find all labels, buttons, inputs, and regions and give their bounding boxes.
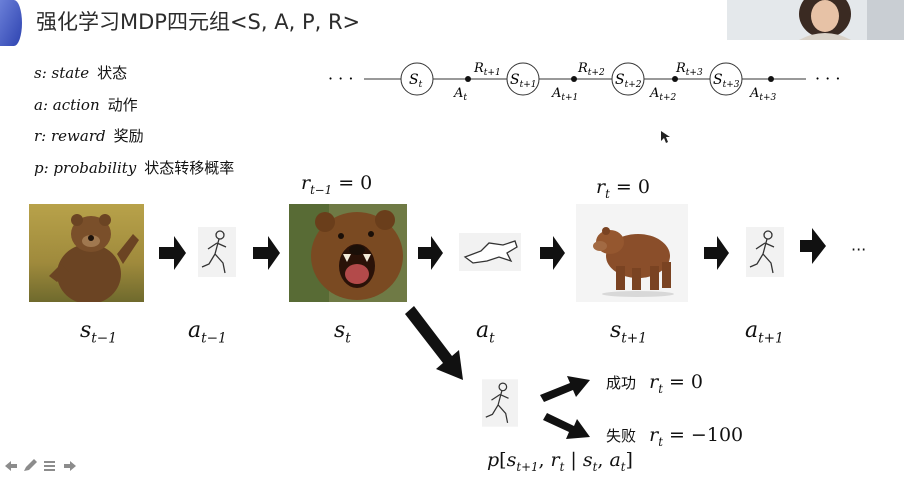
chain-node-dot — [672, 76, 678, 82]
slide-title: 强化学习MDP四元组<S, A, P, R> — [36, 10, 361, 34]
arrow-down-right-icon — [543, 413, 590, 439]
label-s-t-plus-1: st+1 — [610, 318, 647, 347]
transition-formula: p[st+1, rt | st, at] — [487, 449, 633, 474]
legend-state-zh: 状态 — [97, 64, 128, 82]
chain-reward-0: Rt+1 — [473, 61, 501, 78]
arrow-right-icon[interactable] — [64, 461, 76, 471]
arrow-right-icon — [253, 236, 280, 270]
arrow-right-icon — [800, 228, 826, 264]
running-man-image — [482, 379, 518, 427]
arrow-down-right-icon — [405, 306, 463, 380]
svg-text:St+3: St+3 — [713, 72, 740, 90]
legend-action: a: action 动作 — [34, 94, 138, 115]
chain-node-dot — [768, 76, 774, 82]
running-man-image — [746, 227, 784, 277]
chain-state-3: St+3 — [709, 62, 743, 96]
chain-reward-2: Rt+3 — [675, 61, 703, 78]
pen-icon[interactable] — [24, 459, 37, 471]
walking-bear-image — [576, 204, 688, 302]
chain-action-3: At+3 — [749, 86, 777, 103]
cursor-icon — [661, 131, 670, 143]
reward-t: rt = 0 — [596, 176, 650, 201]
presentation-toolbar — [5, 459, 76, 471]
state-symbol: S — [615, 72, 625, 88]
legend-reward-var: r: reward — [34, 127, 106, 145]
arrow-up-right-icon — [540, 376, 590, 402]
chain-ellipsis-right: · · · — [815, 69, 840, 88]
chain-state-0: St — [400, 62, 434, 96]
presenter-video — [727, 0, 904, 40]
arrow-right-icon — [418, 236, 443, 270]
legend-state-var: s: state — [34, 64, 90, 82]
fleeing-figure-image — [459, 233, 521, 271]
label-a-t: at — [476, 318, 495, 347]
arrow-left-icon[interactable] — [5, 461, 17, 471]
legend-state: s: state 状态 — [34, 62, 127, 83]
legend-probability: p: probability 状态转移概率 — [34, 157, 234, 178]
chain-state-1: St+1 — [506, 62, 540, 96]
state-symbol: S — [713, 72, 723, 88]
label-a-t-plus-1: at+1 — [745, 318, 784, 347]
chain-node-dot — [465, 76, 471, 82]
label-s-t-minus-1: st−1 — [80, 318, 117, 347]
roaring-bear-image — [289, 204, 407, 302]
success-reward: rt = 0 — [649, 371, 704, 396]
svg-text:St+2: St+2 — [615, 72, 642, 90]
legend-action-zh: 动作 — [107, 96, 138, 114]
reward-t-minus-1: rt−1 = 0 — [301, 172, 373, 197]
failure-label: 失败 — [606, 427, 637, 445]
arrow-right-icon — [159, 236, 186, 270]
chain-reward-1: Rt+2 — [577, 61, 605, 78]
chain-node-dot — [571, 76, 577, 82]
chain-state-2: St+2 — [611, 62, 645, 96]
chain-ellipsis-left: · · · — [328, 69, 353, 88]
state-symbol: S — [409, 72, 419, 88]
svg-text:St+1: St+1 — [510, 72, 536, 90]
legend-probability-zh: 状态转移概率 — [144, 159, 235, 177]
legend-reward: r: reward 奖励 — [34, 125, 144, 146]
standing-bear-image — [29, 204, 144, 302]
legend-action-var: a: action — [34, 96, 100, 114]
svg-text:St: St — [409, 72, 423, 90]
legend-reward-zh: 奖励 — [113, 127, 144, 145]
trailing-ellipsis: ··· — [851, 240, 867, 259]
running-man-image — [198, 227, 236, 277]
legend-probability-var: p: probability — [34, 159, 137, 177]
menu-icon[interactable] — [44, 461, 55, 463]
chain-action-2: At+2 — [649, 86, 677, 103]
state-symbol: S — [510, 72, 520, 88]
label-s-t: st — [334, 318, 351, 347]
outcome-failure: 失败 rt = −100 — [606, 424, 743, 449]
webcam-overlay — [727, 0, 904, 40]
state-sub: t — [419, 80, 423, 90]
success-label: 成功 — [606, 374, 637, 392]
chain-action-0: At — [453, 86, 467, 103]
state-sub: t+2 — [625, 80, 642, 90]
arrow-right-icon — [540, 236, 565, 270]
arrow-right-icon — [704, 236, 729, 270]
failure-reward: rt = −100 — [649, 424, 744, 449]
corner-decoration — [0, 0, 22, 46]
mdp-chain-diagram: · · · · · · St St+1 St+2 St+3 At At+1 At… — [328, 61, 840, 103]
chain-action-1: At+1 — [551, 86, 578, 103]
state-sub: t+3 — [723, 80, 740, 90]
outcome-success: 成功 rt = 0 — [606, 371, 703, 396]
state-sub: t+1 — [520, 80, 537, 90]
label-a-t-minus-1: at−1 — [188, 318, 227, 347]
